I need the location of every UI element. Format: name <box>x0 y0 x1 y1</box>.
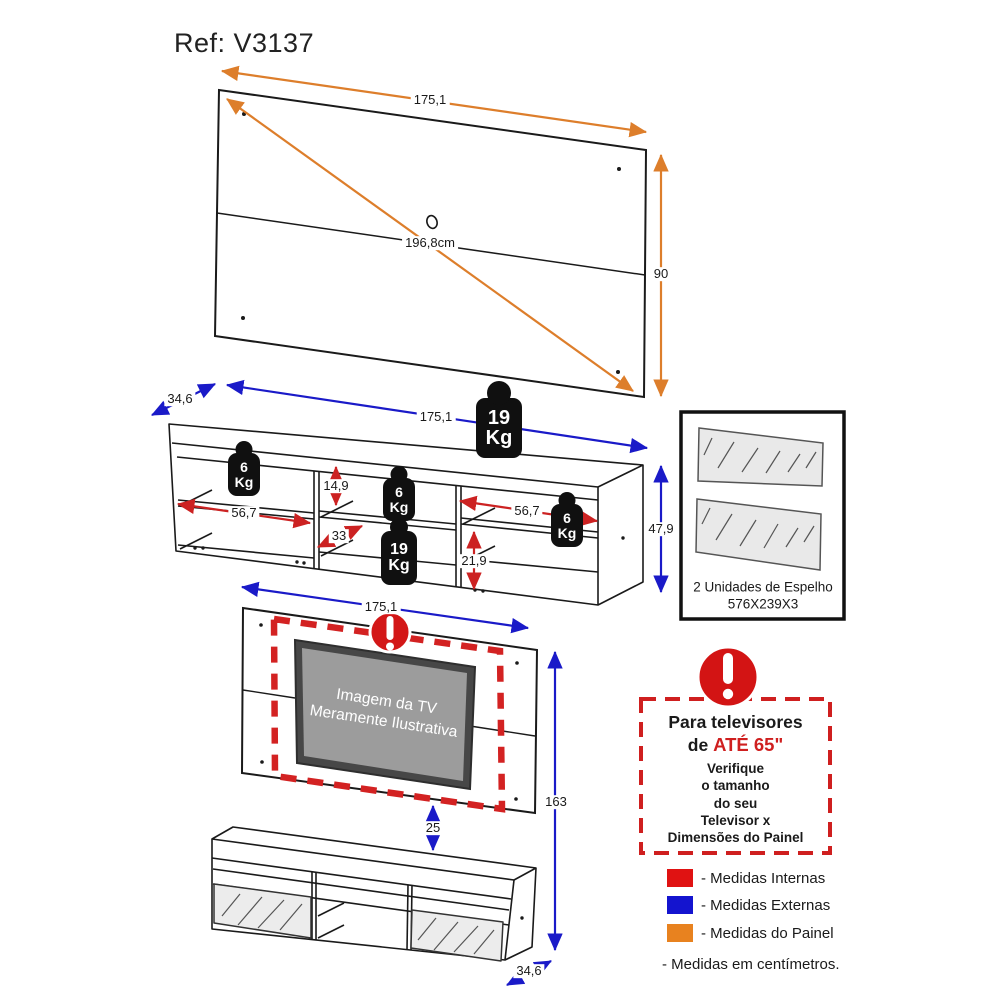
weight-value: 19 <box>390 540 408 558</box>
mirror-box-drawing <box>679 410 846 621</box>
panel-height-label: 90 <box>650 267 672 281</box>
mirror-2 <box>695 498 822 571</box>
rack-height-label: 47,9 <box>645 522 677 536</box>
mirror-door-right <box>410 909 504 962</box>
legend-label-externas: - Medidas Externas <box>701 896 831 914</box>
left-width-label: 56,7 <box>228 506 260 520</box>
warning-icon-large <box>696 645 760 709</box>
assembled-depth-label: 34,6 <box>513 964 545 978</box>
warning-text: Para televisores de ATÉ 65" Verifique o … <box>641 712 830 846</box>
weight-unit: Kg <box>234 473 254 490</box>
page-title: Ref: V3137 <box>174 28 315 58</box>
legend-item-externas: - Medidas Externas <box>667 896 830 914</box>
legend-item-internas: - Medidas Internas <box>667 869 825 887</box>
panel-width-label: 175,1 <box>410 93 450 107</box>
right-bottom-height-label: 21,9 <box>458 554 490 568</box>
legend-note: - Medidas em centímetros. <box>662 956 840 973</box>
warning-icon-small <box>368 610 412 654</box>
mid-top-height-label: 14,9 <box>320 479 352 493</box>
weight-unit: Kg <box>388 557 410 574</box>
mirror-1 <box>697 427 824 487</box>
legend-label-internas: - Medidas Internas <box>701 869 826 887</box>
warning-line2-black: de <box>687 734 709 755</box>
tv-area-dashed-outline <box>270 615 506 813</box>
legend-label-painel: - Medidas do Painel <box>701 924 834 942</box>
weight-value: 6 <box>563 510 571 527</box>
weight-value: 6 <box>240 459 248 476</box>
weight-value: 19 <box>487 406 511 429</box>
assembled-height-label: 163 <box>542 795 570 809</box>
warning-line2: de ATÉ 65" <box>641 734 830 756</box>
weight-value: 6 <box>395 484 403 501</box>
assembled-width-label: 175,1 <box>361 600 401 614</box>
assembled-rack-drawing <box>211 826 537 962</box>
mirror-caption-line2: 576X239X3 <box>727 596 799 612</box>
mirror-caption-line1: 2 Unidades de Espelho <box>693 579 833 595</box>
weight-unit: Kg <box>389 498 409 515</box>
warning-line2-red: ATÉ 65" <box>713 733 784 755</box>
panel-rack-gap-label: 25 <box>422 821 444 835</box>
rack-width-label: 175,1 <box>416 410 456 424</box>
weight-badge-middle-shelf: 6 Kg <box>383 478 415 521</box>
rack-depth-label: 34,6 <box>164 392 196 406</box>
legend-swatch-orange <box>667 924 693 942</box>
warning-small-lines: Verifique o tamanho do seu Televisor x D… <box>667 761 804 846</box>
weight-unit: Kg <box>557 524 577 541</box>
warning-line1: Para televisores <box>668 712 803 732</box>
legend-item-painel: - Medidas do Painel <box>667 924 834 942</box>
weight-badge-rack-top: 19 Kg <box>476 398 522 458</box>
weight-unit: Kg <box>485 427 513 449</box>
right-width-label: 56,7 <box>511 504 543 518</box>
warning-box-dashed-border <box>639 697 832 855</box>
weight-badge-left-shelf: 6 Kg <box>228 453 260 496</box>
mirror-shine-marks <box>701 437 817 549</box>
weight-badge-middle-bottom: 19 Kg <box>381 531 417 585</box>
legend-swatch-blue <box>667 896 693 914</box>
mid-depth-label: 33 <box>328 529 350 543</box>
tv-drawing <box>293 638 477 791</box>
panel-diagonal-label: 196,8cm <box>402 236 458 250</box>
weight-badge-right-shelf: 6 Kg <box>551 504 583 547</box>
door-shine-marks <box>221 893 495 955</box>
legend-swatch-red <box>667 869 693 887</box>
